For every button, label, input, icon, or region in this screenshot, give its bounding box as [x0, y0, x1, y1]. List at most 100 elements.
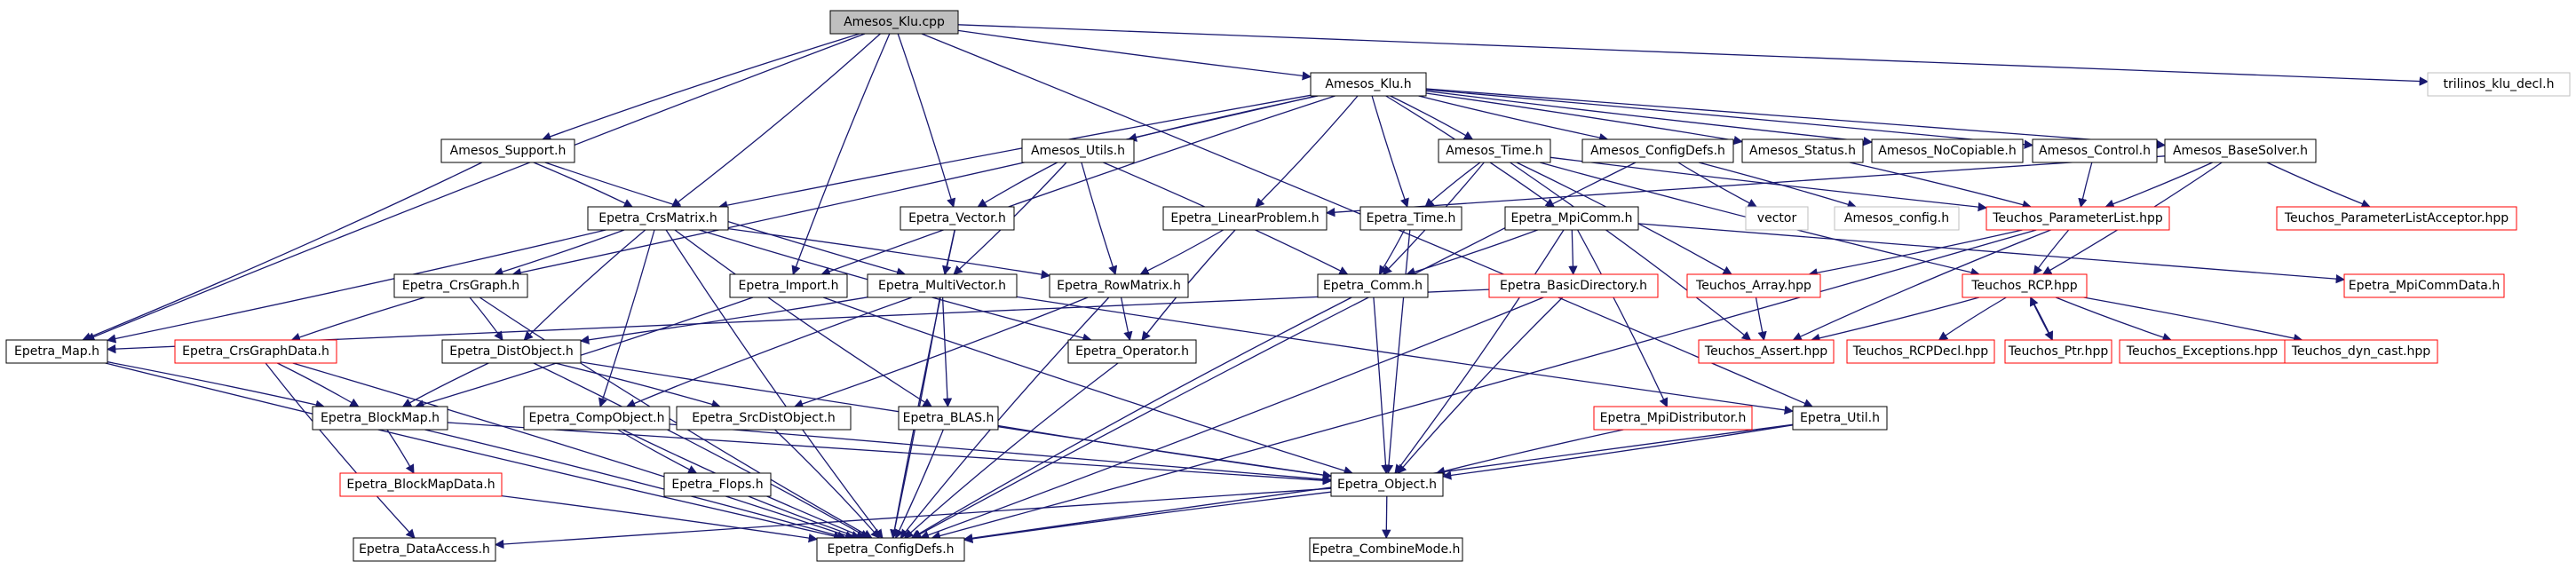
node-amesos-utils-h[interactable]: Amesos_Utils.h	[1021, 138, 1135, 163]
edge-epetra_blockmap_h-to-epetra_object_h	[447, 422, 1333, 486]
node-label: Epetra_Object.h	[1337, 478, 1437, 492]
node-epetra-util-h[interactable]: Epetra_Util.h	[1792, 406, 1888, 431]
node-box	[523, 406, 670, 431]
edge-epetra_blas_h-to-epetra_object_h	[997, 424, 1333, 480]
node-epetra-import-h[interactable]: Epetra_Import.h	[729, 273, 848, 298]
node-epetra-linearproblem-h[interactable]: Epetra_LinearProblem.h	[1162, 206, 1328, 231]
node-epetra-object-h[interactable]: Epetra_Object.h	[1330, 472, 1444, 497]
node-amesos-control-h[interactable]: Amesos_Control.h	[2032, 138, 2158, 163]
node-epetra-comm-h[interactable]: Epetra_Comm.h	[1317, 273, 1429, 298]
node-amesos-support-h[interactable]: Amesos_Support.h	[440, 138, 575, 163]
edge-path	[910, 296, 1352, 539]
node-epetra-crsmatrix-h[interactable]: Epetra_CrsMatrix.h	[587, 206, 729, 231]
edge-teuchos_array_hpp-to-teuchos_assert_hpp	[1755, 296, 1767, 342]
node-box	[5, 339, 108, 364]
node-epetra-crsgraph-h[interactable]: Epetra_CrsGraph.h	[393, 273, 528, 298]
edge-epetra_comm_h-to-epetra_configdefs_h	[910, 296, 1352, 539]
node-box	[174, 339, 337, 364]
node-epetra-mpicomm-h[interactable]: Epetra_MpiComm.h	[1504, 206, 1639, 231]
node-epetra-flops-h[interactable]: Epetra_Flops.h	[663, 472, 772, 497]
edge-path	[1808, 229, 2023, 278]
node-teuchos-exceptions-hpp[interactable]: Teuchos_Exceptions.hpp	[2119, 339, 2286, 364]
edge-epetra_map_h-to-epetra_blockmap_h	[107, 361, 325, 410]
edge-epetra_object_h-to-epetra_dataaccess_h	[494, 487, 1332, 549]
node-epetra-rowmatrix-h[interactable]: Epetra_RowMatrix.h	[1049, 273, 1189, 298]
node-teuchos-assert-hpp[interactable]: Teuchos_Assert.hpp	[1698, 339, 1835, 364]
edge-epetra_crsmatrix_h-to-epetra_configdefs_h	[665, 229, 884, 539]
edge-path	[105, 362, 844, 541]
node-teuchos-array-hpp[interactable]: Teuchos_Array.hpp	[1686, 273, 1821, 298]
node-epetra-combinemode-h[interactable]: Epetra_CombineMode.h	[1309, 537, 1463, 562]
edge-amesos_klu_h-to-epetra_import_h	[820, 95, 1336, 276]
node-label: Epetra_Flops.h	[671, 478, 763, 492]
node-epetra-blockmapdata-h[interactable]: Epetra_BlockMapData.h	[339, 472, 503, 497]
edge-path	[598, 229, 655, 407]
edge-path	[1637, 223, 2346, 284]
node-label: Epetra_LinearProblem.h	[1170, 211, 1319, 225]
edge-path	[1382, 495, 1391, 540]
node-epetra-vector-h[interactable]: Epetra_Vector.h	[900, 206, 1015, 231]
node-epetra-compobject-h[interactable]: Epetra_CompObject.h	[523, 406, 670, 431]
edge-amesos_control_h-to-teuchos_parameterlist_hpp	[2078, 162, 2093, 209]
node-epetra-srcdistobject-h[interactable]: Epetra_SrcDistObject.h	[676, 406, 852, 431]
node-amesos-status-h[interactable]: Amesos_Status.h	[1741, 138, 1864, 163]
node-teuchos-dyn-cast-hpp[interactable]: Teuchos_dyn_cast.hpp	[2284, 339, 2438, 364]
node-epetra-mpicommdata-h[interactable]: Epetra_MpiCommData.h	[2343, 273, 2505, 298]
node-epetra-map-h[interactable]: Epetra_Map.h	[5, 339, 108, 364]
node-label: Teuchos_dyn_cast.hpp	[2291, 344, 2430, 359]
node-epetra-configdefs-h[interactable]: Epetra_ConfigDefs.h	[816, 537, 965, 562]
node-amesos-config-h: Amesos_config.h	[1834, 206, 1960, 231]
edge-amesos_time_h-to-teuchos_assert_hpp	[1510, 162, 1752, 341]
node-epetra-distobject-h[interactable]: Epetra_DistObject.h	[441, 339, 582, 364]
edge-epetra_crsgraphdata_h-to-epetra_dataaccess_h	[265, 362, 416, 539]
edge-path	[542, 33, 860, 141]
node-amesos-basesolver-h[interactable]: Amesos_BaseSolver.h	[2164, 138, 2317, 163]
node-epetra-blas-h[interactable]: Epetra_BLAS.h	[898, 406, 999, 431]
node-amesos-nocopiable-h[interactable]: Amesos_NoCopiable.h	[1871, 138, 2024, 163]
node-teuchos-rcp-hpp[interactable]: Teuchos_RCP.hpp	[1962, 273, 2088, 298]
node-teuchos-parameterlist-hpp[interactable]: Teuchos_ParameterList.hpp	[1986, 206, 2170, 231]
edge-epetra_crsmatrix_h-to-epetra_map_h	[106, 229, 606, 344]
edge-epetra_crsmatrix_h-to-epetra_compobject_h	[598, 229, 655, 407]
node-epetra-dataaccess-h[interactable]: Epetra_DataAccess.h	[353, 537, 496, 562]
node-label: Epetra_BLAS.h	[903, 411, 995, 425]
edge-epetra_srcdistobject_h-to-epetra_configdefs_h	[774, 429, 881, 539]
edge-path	[957, 29, 1312, 81]
edge-teuchos_parameterlist_hpp-to-teuchos_array_hpp	[1808, 229, 2023, 278]
edge-amesos_klu_h-to-amesos_basesolver_h	[1425, 88, 2167, 150]
edge-epetra_import_h-to-epetra_blockmap_h	[415, 296, 754, 409]
node-label: Teuchos_Ptr.hpp	[2008, 344, 2109, 359]
node-label: Epetra_DistObject.h	[449, 344, 574, 359]
edge-epetra_mpicomm_h-to-epetra_object_h	[1394, 229, 1565, 474]
edge-path	[1849, 162, 2033, 209]
edge-path	[1677, 162, 1758, 208]
node-label: vector	[1757, 211, 1797, 225]
node-epetra-multivector-h[interactable]: Epetra_MultiVector.h	[867, 273, 1018, 298]
node-epetra-operator-h[interactable]: Epetra_Operator.h	[1067, 339, 1197, 364]
node-teuchos-parameterlistacceptor-hpp[interactable]: Teuchos_ParameterListAcceptor.hpp	[2276, 206, 2517, 231]
node-amesos-klu-h[interactable]: Amesos_Klu.h	[1310, 72, 1427, 97]
node-epetra-time-h[interactable]: Epetra_Time.h	[1359, 206, 1462, 231]
node-epetra-blockmap-h[interactable]: Epetra_BlockMap.h	[312, 406, 448, 431]
edge-path	[1373, 296, 1391, 475]
node-label: Epetra_CombineMode.h	[1312, 542, 1461, 557]
node-label: Epetra_Map.h	[14, 344, 99, 359]
node-teuchos-rcpdecl-hpp[interactable]: Teuchos_RCPDecl.hpp	[1846, 339, 1995, 364]
node-epetra-mpidistributor-h[interactable]: Epetra_MpiDistributor.h	[1593, 406, 1753, 431]
edge-amesos_klu_cpp-to-epetra_map_h	[85, 33, 866, 342]
edge-path	[748, 495, 861, 540]
node-amesos-configdefs-h[interactable]: Amesos_ConfigDefs.h	[1581, 138, 1734, 163]
edge-epetra_basicdirectory_h-to-epetra_configdefs_h	[919, 296, 1544, 540]
node-label: Epetra_Time.h	[1367, 211, 1456, 225]
node-box	[1741, 138, 1864, 163]
node-teuchos-ptr-hpp[interactable]: Teuchos_Ptr.hpp	[2004, 339, 2112, 364]
edge-path	[625, 296, 913, 408]
node-epetra-basicdirectory-h[interactable]: Epetra_BasicDirectory.h	[1488, 273, 1659, 298]
edge-epetra_blockmap_h-to-epetra_blockmapdata_h	[386, 429, 415, 474]
node-amesos-time-h[interactable]: Amesos_Time.h	[1438, 138, 1551, 163]
edge-path	[617, 429, 698, 474]
edge-path	[1435, 429, 1624, 476]
edge-path	[774, 429, 881, 539]
node-epetra-crsgraphdata-h[interactable]: Epetra_CrsGraphData.h	[174, 339, 337, 364]
